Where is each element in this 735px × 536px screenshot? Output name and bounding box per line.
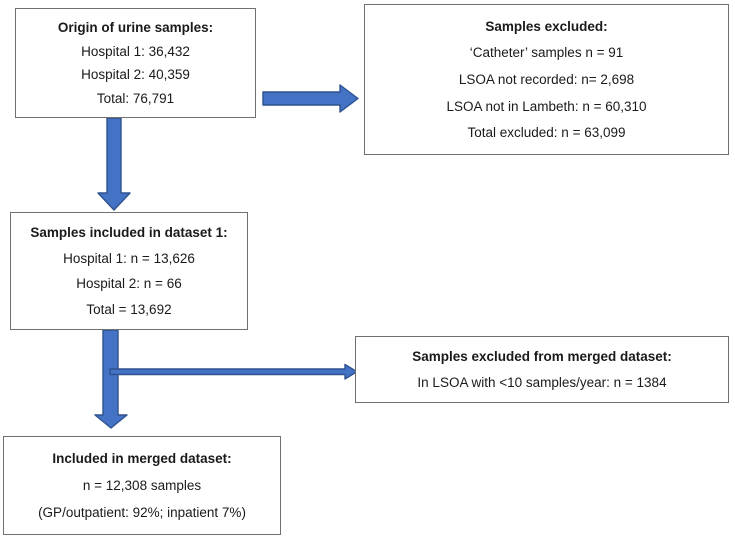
- box-line: Total excluded: n = 63,099: [467, 125, 626, 141]
- box-line: Total: 76,791: [96, 91, 175, 107]
- box-line: Hospital 1: 36,432: [81, 43, 190, 59]
- arrow-origin-to-excluded-icon: [262, 84, 359, 113]
- arrow-origin-to-dataset1-icon: [97, 117, 131, 211]
- box-origin-of-urine-samples: Origin of urine samples: Hospital 1: 36,…: [15, 8, 256, 118]
- box-line: Hospital 2: n = 66: [76, 276, 182, 292]
- box-line: Total = 13,692: [86, 301, 172, 317]
- box-samples-excluded-from-merged-dataset: Samples excluded from merged dataset: In…: [355, 336, 729, 403]
- box-line: n = 12,308 samples: [82, 478, 202, 493]
- box-line: LSOA not in Lambeth: n = 60,310: [446, 98, 647, 114]
- box-samples-excluded: Samples excluded: ‘Catheter’ samples n =…: [364, 4, 729, 155]
- box-title: Samples excluded from merged dataset:: [412, 349, 672, 365]
- box-title: Origin of urine samples:: [57, 19, 214, 35]
- box-line: In LSOA with <10 samples/year: n = 1384: [417, 374, 667, 390]
- box-line: LSOA not recorded: n= 2,698: [458, 71, 635, 87]
- box-samples-included-in-dataset-1: Samples included in dataset 1: Hospital …: [10, 212, 248, 330]
- box-line: Hospital 2: 40,359: [81, 67, 190, 83]
- box-line: Hospital 1: n = 13,626: [63, 250, 195, 266]
- box-title: Samples excluded:: [485, 18, 608, 34]
- arrow-branch-to-excluded-merged-icon: [109, 363, 358, 380]
- box-title: Samples included in dataset 1:: [30, 225, 228, 241]
- box-included-in-merged-dataset: Included in merged dataset: n = 12,308 s…: [3, 436, 281, 535]
- arrow-dataset1-to-merged-icon: [94, 329, 128, 429]
- box-line: ‘Catheter’ samples n = 91: [469, 45, 624, 61]
- box-line: (GP/outpatient: 92%; inpatient 7%): [38, 505, 246, 520]
- box-title: Included in merged dataset:: [52, 451, 232, 466]
